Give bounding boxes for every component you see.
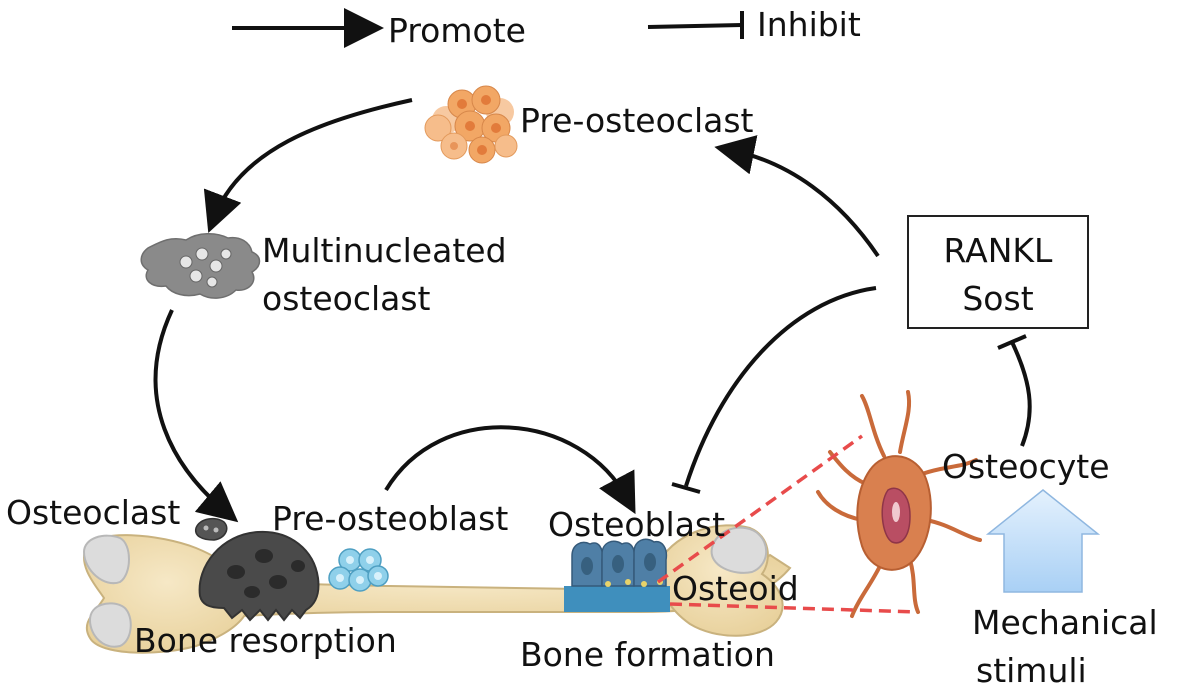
arrow-preosteoclast-to-multinucleated [203,98,413,233]
osteocyte-label: Osteocyte [942,447,1110,486]
arrow-osteocyte-to-preosteoclast [714,135,880,258]
inhibit-osteoblast-line [684,286,877,487]
arrow-preosteoblast-to-osteoblast [384,425,636,515]
arrow-multinucleated-to-osteoclast [153,309,239,523]
flow-arrows [153,98,880,523]
osteoclast-cell-icon [194,517,320,622]
multinucleated-osteoclast-icon [140,233,261,299]
pre-osteoblast-label: Pre-osteoblast [272,499,508,538]
rankl-label: RANKL [944,231,1053,270]
osteocyte-cell-icon [816,390,982,618]
pre-osteoclast-label: Pre-osteoclast [520,101,754,140]
inhibit-legend-label: Inhibit [757,5,861,44]
zoom-line-top [656,434,864,584]
osteoid-layer [564,586,670,612]
osteoid-label: Osteoid [672,569,799,608]
inhibit-rankl-sost-line [1010,341,1032,447]
rankl-sost-box [907,215,1089,329]
zoom-line-bottom [669,602,917,614]
mechanical-label-line1: Mechanical [972,603,1158,642]
pre-osteoclast-cells-icon [424,85,518,164]
promote-legend-label: Promote [388,11,526,50]
multinucleated-label-line2: osteoclast [262,279,431,318]
pre-osteoblast-cells-icon [328,548,389,592]
bone-formation-label: Bone formation [520,635,775,674]
bone-resorption-label: Bone resorption [134,621,397,660]
multinucleated-label-line1: Multinucleated [262,231,507,270]
osteoblast-label: Osteoblast [548,505,725,544]
sost-label: Sost [962,279,1033,318]
legend: Promote Inhibit [232,5,861,50]
mechanical-stimuli-arrow-icon [985,489,1101,593]
inhibition-lines [671,286,1032,494]
inhibit-legend-symbol [647,11,744,39]
osteoblast-cells-icon [571,538,668,587]
mechanical-label-line2: stimuli [976,651,1087,690]
osteoclast-label: Osteoclast [6,493,180,532]
